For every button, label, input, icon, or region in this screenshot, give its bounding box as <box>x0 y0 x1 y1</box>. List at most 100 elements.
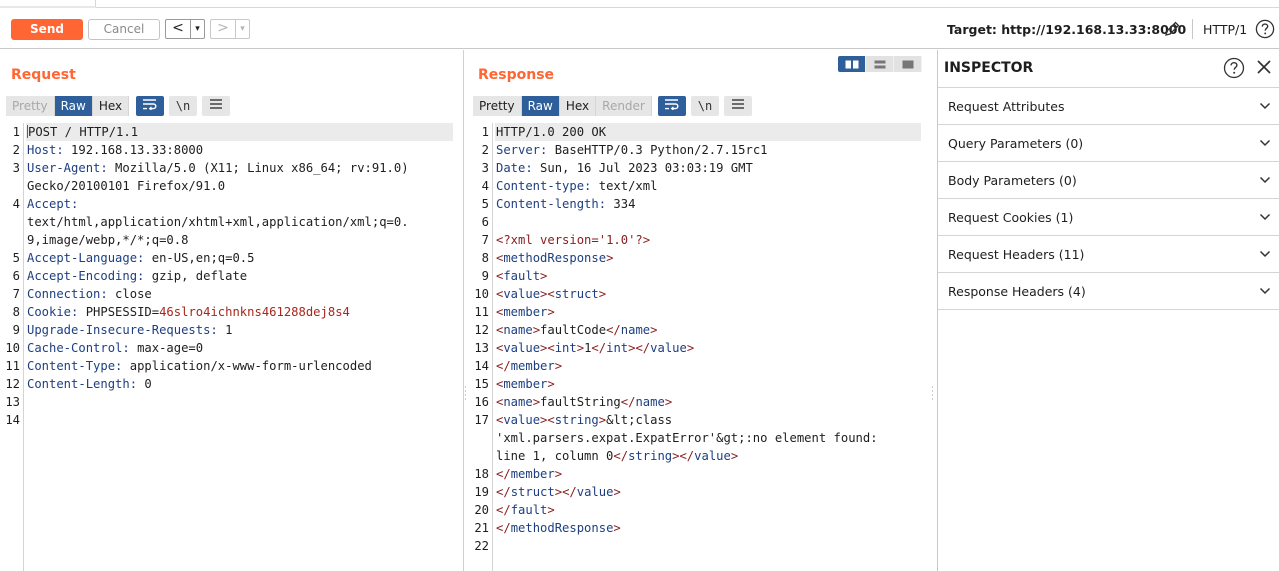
back-arrow-button[interactable]: < <box>172 20 184 36</box>
xml-bracket: </ <box>635 341 651 355</box>
code-line: Content-Length: 0 <box>27 375 152 393</box>
xml-tag-name: member <box>510 359 555 373</box>
line-number: 6 <box>12 269 20 283</box>
xml-bracket: </ <box>679 449 695 463</box>
xml-bracket: > <box>547 305 555 319</box>
header-name: Cache-Control: <box>27 341 130 355</box>
tab-hex[interactable]: Hex <box>559 96 597 116</box>
cookie-value: 46slro4ichnkns461288dej8s4 <box>159 305 350 319</box>
repeater-toolbar: Send Cancel < ▾ > ▾ Target: http://192.1… <box>0 9 1279 49</box>
response-gutter <box>469 123 493 571</box>
code-line: Accept-Encoding: gzip, deflate <box>27 267 247 285</box>
xml-bracket: </ <box>496 485 511 499</box>
xml-bracket: > <box>547 503 555 517</box>
wrap-lines-button[interactable] <box>136 96 164 116</box>
show-newlines-button[interactable]: \n <box>169 96 197 116</box>
inspector-panel: INSPECTOR Request Attributes Query Param… <box>937 50 1279 571</box>
xml-text: 1 <box>584 341 592 355</box>
code-line: <name>faultString</name> <box>496 393 672 411</box>
pencil-icon[interactable] <box>1163 20 1181 38</box>
xml-bracket: </ <box>606 323 621 337</box>
history-forward-group: > ▾ <box>210 19 250 39</box>
xml-bracket: < <box>496 233 504 247</box>
line-number: 11 <box>474 305 489 319</box>
xml-tag-name: name <box>503 395 533 409</box>
layout-side-by-side-button[interactable] <box>838 56 866 72</box>
http-version-toggle[interactable]: HTTP/1 <box>1203 22 1248 37</box>
pane-resize-handle[interactable]: ···· <box>464 383 467 405</box>
inspector-title: INSPECTOR <box>944 60 1034 76</box>
code-line: </fault> <box>496 501 555 519</box>
tab-render[interactable]: Render <box>596 96 652 116</box>
xml-tag-name: methodResponse <box>503 251 607 265</box>
repeater-tab[interactable] <box>0 0 96 8</box>
cancel-button[interactable]: Cancel <box>88 19 160 40</box>
xml-bracket: < <box>496 395 504 409</box>
header-value: 1 <box>217 323 233 337</box>
line-number: 4 <box>481 179 489 193</box>
xml-bracket: > <box>598 413 607 427</box>
back-dropdown-button[interactable]: ▾ <box>190 20 204 38</box>
header-value: BaseHTTP/0.3 Python/2.7.15rc1 <box>547 143 768 157</box>
forward-dropdown-button[interactable]: ▾ <box>235 20 249 38</box>
chevron-down-icon <box>1259 102 1271 110</box>
header-value: 0 <box>137 377 152 391</box>
toolbar-divider <box>1192 19 1193 39</box>
response-options-button[interactable] <box>724 96 752 116</box>
xml-bracket: > <box>730 449 739 463</box>
line-number: 8 <box>12 305 20 319</box>
inspector-section-query-parameters[interactable]: Query Parameters (0) <box>938 125 1279 162</box>
wrap-lines-button[interactable] <box>658 96 686 116</box>
xml-bracket: > <box>664 395 673 409</box>
tab-raw[interactable]: Raw <box>521 96 560 116</box>
menu-icon <box>732 99 744 109</box>
inspector-section-request-attributes[interactable]: Request Attributes <box>938 88 1279 125</box>
tab-pretty[interactable]: Pretty <box>473 96 522 116</box>
xml-bracket: > <box>613 521 621 535</box>
forward-arrow-button[interactable]: > <box>217 20 229 36</box>
code-line: <fault> <box>496 267 547 285</box>
help-icon[interactable] <box>1255 19 1275 39</box>
header-name: Content-length: <box>496 197 607 211</box>
tab-hex[interactable]: Hex <box>92 96 130 116</box>
line-number: 22 <box>474 539 489 553</box>
line-number: 1 <box>12 125 20 139</box>
xml-bracket: </ <box>496 359 511 373</box>
xml-tag-name: int <box>606 341 629 355</box>
xml-bracket: > <box>598 287 607 301</box>
code-line: <name>faultCode</name> <box>496 321 657 339</box>
code-line: </struct></value> <box>496 483 621 501</box>
header-name: Upgrade-Insecure-Requests: <box>27 323 218 337</box>
tab-raw[interactable]: Raw <box>54 96 93 116</box>
xml-bracket: </ <box>613 449 629 463</box>
xml-tag-name: member <box>503 305 548 319</box>
line-number: 17 <box>474 413 489 427</box>
header-value: Gecko/20100101 Firefox/91.0 <box>27 179 226 193</box>
response-view-tabs: Pretty Raw Hex Render <box>473 96 652 116</box>
request-gutter <box>0 123 24 571</box>
layout-tabbed-button[interactable] <box>894 56 922 72</box>
code-line: <?xml version='1.0'?> <box>496 231 650 249</box>
show-newlines-button[interactable]: \n <box>691 96 719 116</box>
layout-stacked-button[interactable] <box>866 56 894 72</box>
chevron-down-icon <box>1259 250 1271 258</box>
request-options-button[interactable] <box>202 96 230 116</box>
help-icon[interactable] <box>1223 57 1245 79</box>
request-view-tabs: Pretty Raw Hex <box>6 96 130 116</box>
send-button[interactable]: Send <box>11 19 83 40</box>
inspector-section-body-parameters[interactable]: Body Parameters (0) <box>938 162 1279 199</box>
inspector-section-request-headers[interactable]: Request Headers (11) <box>938 236 1279 273</box>
section-label: Query Parameters (0) <box>948 136 1084 151</box>
close-icon[interactable] <box>1256 59 1272 75</box>
inspector-section-request-cookies[interactable]: Request Cookies (1) <box>938 199 1279 236</box>
code-line: Content-length: 334 <box>496 195 635 213</box>
inspector-section-response-headers[interactable]: Response Headers (4) <box>938 273 1279 310</box>
line-number: 11 <box>5 359 20 373</box>
tab-pretty[interactable]: Pretty <box>6 96 55 116</box>
inspector-resize-handle[interactable]: ···· <box>931 383 934 405</box>
header-name: Server: <box>496 143 548 157</box>
header-value: PHPSESSID= <box>78 305 160 319</box>
